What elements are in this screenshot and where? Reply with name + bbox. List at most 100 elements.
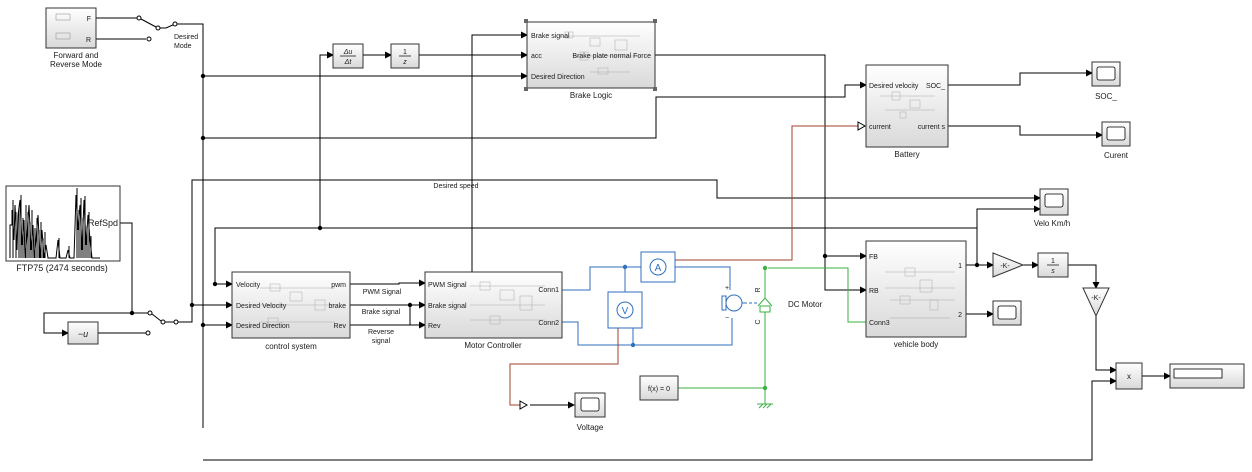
control-system-title: control system: [265, 342, 317, 351]
motor-ctrl-out1: Conn1: [538, 287, 559, 294]
ammeter-symbol: A: [655, 263, 662, 274]
derivative-den: Δt: [344, 59, 353, 66]
electrical-nodes: [622, 264, 636, 348]
dc-motor-r: R: [755, 287, 762, 292]
scope-voltage[interactable]: Voltage: [574, 392, 606, 432]
dc-motor-minus: −: [725, 315, 729, 322]
control-out3: Rev: [334, 323, 347, 330]
mode-block-label-2: Reverse Mode: [50, 60, 103, 69]
brake-logic-in2: acc: [531, 53, 542, 60]
control-out2: brake: [328, 303, 346, 310]
mode-block-label-1: Forward and: [54, 51, 99, 60]
mode-port-f: F: [87, 16, 91, 23]
brake-logic-in3: Desired Direction: [531, 74, 585, 81]
brake-logic-in1: Brake signal: [531, 33, 570, 40]
dc-motor-label: DC Motor: [788, 300, 823, 309]
junction-dots: [129, 73, 980, 328]
battery-in2: current: [869, 124, 891, 131]
negate-label: −u: [78, 329, 88, 339]
dc-motor-block[interactable]: + − R C DC Motor: [721, 285, 823, 325]
scope-vehicle-out2[interactable]: [992, 300, 1022, 326]
product-label: x: [1127, 372, 1131, 381]
dc-motor-c: C: [755, 319, 762, 324]
integrator-den: s: [1051, 268, 1055, 275]
voltage-ps-converter: [519, 400, 529, 410]
control-system-block[interactable]: Velocity Desired Velocity Desired Direct…: [231, 271, 351, 351]
forward-reverse-mode-block[interactable]: F R Forward and Reverse Mode: [45, 7, 103, 69]
solver-configuration[interactable]: f(x) = 0: [639, 375, 679, 401]
vehicle-body-title: vehicle body: [894, 340, 938, 349]
reverse-signal-label-2: signal: [372, 338, 391, 345]
integrator-num: 1: [1051, 258, 1055, 265]
dc-motor-plus: +: [725, 285, 729, 292]
battery-out1: SOC_: [926, 83, 945, 90]
display-block[interactable]: [1169, 363, 1245, 389]
electrical-wires: [562, 266, 757, 346]
control-out1: pwm: [331, 282, 346, 289]
scope-current[interactable]: Curent: [1101, 121, 1131, 160]
vehicle-body-block[interactable]: FB RB Conn3 1 2 vehicle body: [865, 240, 967, 349]
mechanical-reference[interactable]: [757, 402, 773, 409]
battery-out2: current s: [918, 124, 946, 131]
mode-port-r: R: [86, 37, 91, 44]
scope-soc[interactable]: SOC_: [1091, 61, 1121, 101]
scope-velocity[interactable]: Velo Km/h: [1034, 188, 1070, 228]
desired-mode-switch[interactable]: Desired Mode: [136, 15, 198, 50]
motor-controller-block[interactable]: PWM Signal Brake signal Rev Conn1 Conn2 …: [424, 271, 563, 350]
mechanical-nodes: [762, 265, 768, 391]
ammeter-sensor[interactable]: A: [640, 251, 676, 283]
vehicle-out1: 1: [958, 263, 962, 270]
desired-mode-label-1: Desired: [174, 34, 198, 41]
battery-in1: Desired velocity: [869, 83, 919, 90]
derivative-num: Δu: [343, 49, 353, 56]
brake-signal-label: Brake signal: [362, 309, 401, 316]
pwm-signal-label: PWM Signal: [363, 289, 402, 296]
motor-ctrl-in2: Brake signal: [428, 303, 467, 310]
brake-logic-block[interactable]: Brake signal acc Desired Direction Brake…: [524, 19, 657, 100]
signal-wires: [43, 17, 1171, 461]
drive-cycle-source[interactable]: RefSpd FTP75 (2474 seconds): [5, 185, 121, 273]
control-in3: Desired Direction: [236, 323, 290, 330]
gain-block-2[interactable]: -K-: [1082, 287, 1110, 318]
battery-title: Battery: [894, 150, 919, 159]
product-block[interactable]: x: [1115, 362, 1143, 390]
scope-current-label: Curent: [1104, 151, 1129, 160]
vehicle-in2: RB: [869, 288, 879, 295]
drive-cycle-port: RefSpd: [88, 218, 118, 228]
vehicle-out2: 2: [958, 312, 962, 319]
derivative-block[interactable]: Δu Δt: [332, 43, 364, 69]
voltmeter-symbol: V: [622, 306, 629, 317]
desired-mode-label-2: Mode: [174, 43, 192, 50]
control-in2: Desired Velocity: [236, 303, 287, 310]
integrator-block[interactable]: 1 s: [1037, 252, 1069, 278]
brake-logic-out1: Brake plate normal Force: [572, 53, 651, 60]
delay-den: z: [402, 59, 407, 66]
motor-ctrl-in1: PWM Signal: [428, 282, 467, 289]
vehicle-in3: Conn3: [869, 320, 890, 327]
vehicle-in1: FB: [869, 254, 878, 261]
motor-controller-title: Motor Controller: [464, 341, 522, 350]
direction-switch[interactable]: [145, 310, 179, 336]
brake-logic-title: Brake Logic: [570, 91, 612, 100]
drive-cycle-label: FTP75 (2474 seconds): [16, 263, 108, 273]
solver-label: f(x) = 0: [648, 386, 670, 393]
desired-speed-label: Desired speed: [433, 183, 478, 190]
reverse-signal-label-1: Reverse: [368, 329, 394, 336]
scope-soc-label: SOC_: [1095, 92, 1117, 101]
delay-num: 1: [403, 49, 407, 56]
control-in1: Velocity: [236, 282, 261, 289]
scope-velocity-label: Velo Km/h: [1034, 219, 1070, 228]
measurement-wires: [509, 125, 858, 406]
current-ps-converter: [857, 121, 867, 131]
gain-block-1[interactable]: -K-: [992, 252, 1025, 278]
motor-ctrl-in3: Rev: [428, 323, 441, 330]
negate-block[interactable]: −u: [67, 321, 99, 345]
voltmeter-sensor[interactable]: V: [607, 291, 643, 329]
motor-ctrl-out2: Conn2: [538, 320, 559, 327]
mechanical-wires: [678, 267, 866, 402]
battery-block[interactable]: Desired velocity current SOC_ current s …: [865, 64, 949, 159]
unit-delay-block[interactable]: 1 z: [390, 43, 420, 69]
scope-voltage-label: Voltage: [577, 423, 604, 432]
gain2-label: -K-: [1091, 295, 1101, 302]
